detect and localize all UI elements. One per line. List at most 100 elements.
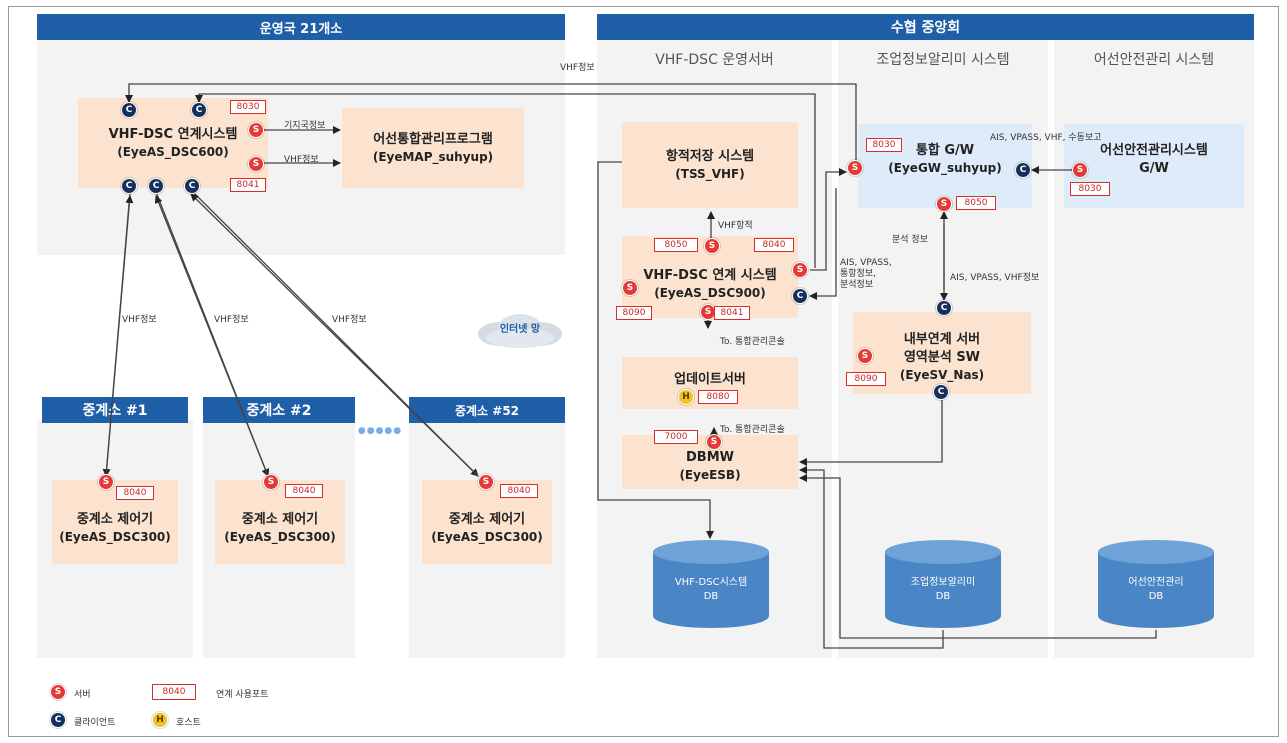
update-host-icon: H [678, 389, 694, 405]
gw-client-icon-right: C [1015, 162, 1031, 178]
legend-server-label: 서버 [74, 690, 91, 700]
label-vhf-info-relay-52: VHF정보 [332, 315, 367, 325]
vhf-server-column-title: VHF-DSC 운영서버 [655, 52, 774, 68]
port-8041-dsc600: 8041 [230, 178, 266, 192]
dsc600-server-icon-2: S [248, 156, 264, 172]
label-to-console-1: To. 통합관리콘솔 [720, 337, 785, 347]
legend-port-label: 연계 사용포트 [216, 690, 269, 700]
relay-52-header: 중계소 #52 [409, 397, 565, 423]
relay-2-controller-sub: (EyeAS_DSC300) [224, 529, 336, 544]
db-vhf-label: VHF-DSC시스템 DB [651, 576, 771, 608]
relay-52-controller-title: 중계소 제어기 [448, 511, 526, 527]
eyesv-client-icon-bottom: C [933, 384, 949, 400]
legend-host-label: 호스트 [176, 718, 201, 728]
dbmw-sub: (EyeESB) [679, 467, 741, 482]
eyemap-box: 어선통합관리프로그램 (EyeMAP_suhyup) [342, 108, 524, 188]
db-safety-line-1: 어선안전관리 [1128, 577, 1184, 588]
relay-52-server-icon: S [478, 474, 494, 490]
relay-1-server-icon: S [98, 474, 114, 490]
relay-1-controller-title: 중계소 제어기 [76, 511, 154, 527]
port-8030-safety-gw: 8030 [1070, 182, 1110, 196]
eyesv-title-1: 내부연계 서버 [903, 331, 981, 347]
label-vhf-info-relay-2: VHF정보 [214, 315, 249, 325]
eyesv-sub: (EyeSV_Nas) [899, 367, 985, 382]
relay-1-controller-box: 중계소 제어기 (EyeAS_DSC300) [52, 480, 178, 564]
db-alarm-label: 조업정보알리미 DB [883, 576, 1003, 608]
tss-box: 항적저장 시스템 (TSS_VHF) [622, 122, 798, 208]
db-vhf-line-2: DB [703, 591, 719, 602]
dsc600-client-icon-1: C [121, 102, 137, 118]
dsc600-client-icon-3: C [121, 178, 137, 194]
internet-label: 인터넷 망 [499, 324, 541, 335]
gw-title: 통합 G/W [915, 142, 975, 158]
relay-1-header: 중계소 #1 [42, 397, 188, 423]
port-7000-dbmw: 7000 [654, 430, 698, 444]
port-8050-gw: 8050 [956, 196, 996, 210]
port-8040-relay-2: 8040 [285, 484, 323, 498]
dsc900-sub: (EyeAS_DSC900) [654, 285, 766, 300]
relay-52-controller-sub: (EyeAS_DSC300) [431, 529, 543, 544]
dsc600-client-icon-5: C [184, 178, 200, 194]
diagram-frame [8, 6, 1279, 737]
port-8050-dsc900: 8050 [654, 238, 698, 252]
update-server-title: 업데이트서버 [674, 372, 746, 387]
db-alarm-line-2: DB [935, 591, 951, 602]
legend-client-label: 클라이언트 [74, 718, 116, 728]
label-ais-vpass-info: AIS, VPASS, 통항정보, 분석정보 [840, 258, 892, 290]
gw-server-icon-left: S [847, 160, 863, 176]
label-to-console-2: To. 통합관리콘솔 [720, 425, 785, 435]
relay-2-header: 중계소 #2 [203, 397, 355, 423]
port-8080-update: 8080 [698, 390, 738, 404]
db-safety-label: 어선안전관리 DB [1096, 576, 1216, 608]
safety-column-title: 어선안전관리 시스템 [1093, 52, 1215, 68]
relay-2-controller-title: 중계소 제어기 [241, 511, 319, 527]
db-alarm-cylinder [885, 540, 1001, 628]
gw-server-icon-bottom: S [936, 196, 952, 212]
port-8090-dsc900: 8090 [616, 306, 652, 320]
internet-cloud-icon [478, 314, 562, 348]
legend-port-sample: 8040 [152, 684, 196, 700]
legend-client-icon: C [50, 712, 66, 728]
dsc900-client-icon: C [792, 288, 808, 304]
eyesv-title-2: 영역분석 SW [903, 349, 981, 365]
label-vhf-info-mid: VHF정보 [284, 155, 319, 165]
label-analysis-info: 분석 정보 [892, 235, 928, 245]
gw-sub: (EyeGW_suhyup) [888, 160, 1002, 175]
db-alarm-line-1: 조업정보알리미 [910, 577, 976, 588]
relay-2-controller-box: 중계소 제어기 (EyeAS_DSC300) [215, 480, 345, 564]
dbmw-server-icon: S [706, 434, 722, 450]
dsc900-title: VHF-DSC 연계 시스템 [643, 267, 777, 283]
dsc600-client-icon-4: C [148, 178, 164, 194]
db-vhf-cylinder [653, 540, 769, 628]
port-8041-dsc900: 8041 [714, 306, 750, 320]
safety-gw-title: 어선안전관리시스템 [1100, 143, 1208, 158]
label-vhf-info-relay-1: VHF정보 [122, 315, 157, 325]
eyemap-sub: (EyeMAP_suhyup) [372, 149, 494, 164]
dsc900-server-icon-right: S [792, 262, 808, 278]
tss-title: 항적저장 시스템 [665, 148, 755, 164]
port-8090-eyesv: 8090 [846, 372, 886, 386]
dsc900-server-icon-top: S [704, 238, 720, 254]
db-safety-line-2: DB [1148, 591, 1164, 602]
db-vhf-line-1: VHF-DSC시스템 [674, 577, 748, 588]
eyesv-client-icon-top: C [936, 300, 952, 316]
safety-gw-server-icon: S [1072, 162, 1088, 178]
relay-ellipsis: ●●●●● [357, 426, 403, 436]
relay-1-controller-sub: (EyeAS_DSC300) [59, 529, 171, 544]
tss-sub: (TSS_VHF) [675, 166, 745, 181]
label-ais-vpass-report: AIS, VPASS, VHF, 수동보고 [990, 133, 1102, 143]
alarm-column-title: 조업정보알리미 시스템 [876, 52, 1010, 68]
label-ais-vpass-vhf: AIS, VPASS, VHF정보 [950, 273, 1040, 283]
relay-2-server-icon: S [263, 474, 279, 490]
dsc600-server-icon-1: S [248, 122, 264, 138]
port-8040-relay-52: 8040 [500, 484, 538, 498]
eyemap-title: 어선통합관리프로그램 [373, 131, 493, 147]
safety-gw-sub: G/W [1139, 161, 1169, 176]
dsc900-server-icon-left: S [622, 280, 638, 296]
operations-header: 운영국 21개소 [37, 14, 565, 40]
dsc600-box: VHF-DSC 연계시스템 (EyeAS_DSC600) [78, 98, 268, 188]
port-8040-dsc900: 8040 [754, 238, 794, 252]
eyesv-box: 내부연계 서버 영역분석 SW (EyeSV_Nas) [853, 312, 1031, 394]
legend-server-icon: S [50, 684, 66, 700]
